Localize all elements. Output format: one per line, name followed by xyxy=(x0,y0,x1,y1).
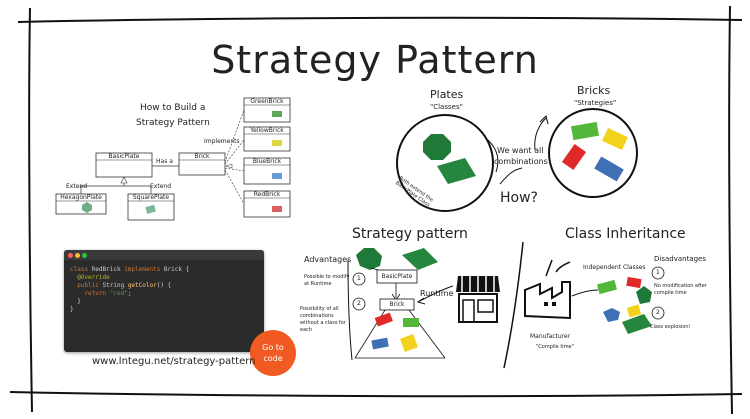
uml-extend-left: Extend xyxy=(66,183,87,190)
code-window: class RedBrick implements Brick { @Overr… xyxy=(64,250,264,352)
window-maximize-dot xyxy=(82,253,87,258)
uml-extend-right: Extend xyxy=(150,183,171,190)
want-line-1: We want all xyxy=(497,146,544,155)
go-to-code-button[interactable]: Go to code xyxy=(250,330,296,376)
dis-1-text: No modification after compile time xyxy=(654,283,707,296)
runtime-label: Runtime xyxy=(420,289,454,298)
strategy-basicplate-box xyxy=(376,269,418,284)
dis-2-text: Class explosion! xyxy=(650,324,691,330)
window-close-dot xyxy=(68,253,73,258)
advantages-label: Advantages xyxy=(304,255,352,264)
uml-basicplate-label: BasicPlate xyxy=(108,153,140,160)
manufacturer-label: Manufacturer xyxy=(530,333,571,340)
adv-number-1: 1 xyxy=(357,275,361,282)
uml-basic-plate-box xyxy=(95,152,153,178)
plates-subtitle: "Classes" xyxy=(430,103,463,111)
dis-number-1: 1 xyxy=(656,269,660,276)
window-minimize-dot xyxy=(75,253,80,258)
uml-yellowbrick-label: YellowBrick xyxy=(250,127,284,134)
uml-hexagon-label: HexagonPlate xyxy=(60,194,102,201)
inheritance-section-title: Class Inheritance xyxy=(565,226,686,242)
plates-title: Plates xyxy=(430,88,464,101)
uml-heading-2: Strategy Pattern xyxy=(136,118,210,128)
independent-classes-label: Independent Classes xyxy=(583,264,646,271)
strategy-brick-box xyxy=(379,298,415,311)
strategy-brick-label: Brick xyxy=(389,301,405,308)
bricks-title: Bricks xyxy=(577,84,611,97)
adv-number-2: 2 xyxy=(357,300,361,307)
main-title: Strategy Pattern xyxy=(211,38,539,82)
adv-1-text: Possible to modify at Runtime xyxy=(304,274,350,287)
uml-square-label: SquarePlate xyxy=(132,194,170,201)
bricks-circle xyxy=(548,108,638,198)
uml-greenbrick-label: GreenBrick xyxy=(250,98,284,105)
strategy-basicplate-label: BasicPlate xyxy=(381,273,413,280)
go-to-code-line2: code xyxy=(263,354,283,363)
uml-brick-label: Brick xyxy=(194,153,210,160)
bricks-subtitle: "Strategies" xyxy=(574,99,617,107)
go-to-code-line1: Go to xyxy=(262,343,284,352)
url-link[interactable]: www.lntegu.net/strategy-pattern xyxy=(92,356,256,367)
want-line-2: combinations xyxy=(494,157,548,166)
code-window-titlebar xyxy=(64,250,264,260)
uml-bluebrick-label: BlueBrick xyxy=(252,158,282,165)
dis-number-2: 2 xyxy=(656,309,660,316)
code-block: class RedBrick implements Brick { @Overr… xyxy=(70,266,190,313)
uml-implements-label: Implements xyxy=(204,138,240,145)
disadvantages-label: Disadvantages xyxy=(654,255,707,263)
uml-has-a-label: Has a xyxy=(156,158,173,165)
strategy-section-title: Strategy pattern xyxy=(352,226,468,242)
uml-heading-1: How to Build a xyxy=(140,103,206,113)
adv-2-text: Possibility of all combinations without … xyxy=(300,306,346,333)
how-label: How? xyxy=(500,190,538,206)
uml-redbrick-label: RedBrick xyxy=(253,191,281,198)
compile-time-label: "Compile time" xyxy=(536,344,574,350)
plates-circle xyxy=(396,114,494,212)
